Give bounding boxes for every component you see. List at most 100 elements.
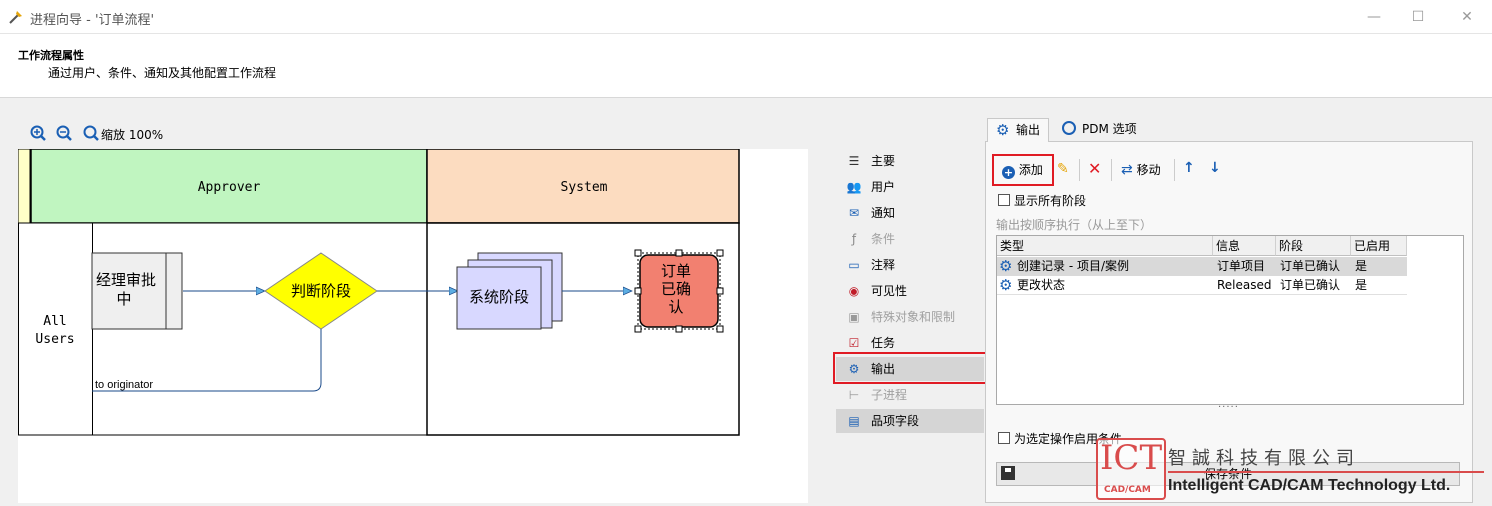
cell-enabled: 是 [1355,259,1368,273]
company-logo: ICT CAD/CAM [1096,438,1166,500]
nav-item-label: 可见性 [871,284,908,298]
lane-corner [17,148,31,224]
node-manager-review[interactable] [91,252,183,330]
lane-system-label: System [561,180,608,195]
tab-pdm-label: PDM 选项 [1082,122,1137,136]
workflow-canvas[interactable]: Approver System All Users 经理审批 中 判断阶段 to… [17,148,808,503]
cell-stage: 订单已确认 [1280,278,1341,292]
toolbar-divider-3 [1174,159,1175,181]
move-label: 移动 [1136,163,1161,177]
comment-icon: ▭ [848,258,860,272]
users-icon: 👥 [846,180,862,194]
nav-item-6[interactable]: ▣ 特殊对象和限制 [836,305,984,329]
save-icon [1001,466,1015,480]
task-icon: ☑ [848,336,860,350]
lane-approver-label: Approver [198,180,261,195]
node-system-stage[interactable] [456,266,542,330]
col-header-info[interactable]: 信息 [1213,236,1276,256]
nav-item-7[interactable]: ☑ 任务 [836,331,984,355]
enable-conditions-label: 为选定操作启用条件 [1014,432,1123,446]
restriction-icon: ▣ [848,310,860,324]
logo-text: ICT [1100,438,1163,478]
nav-item-3[interactable]: ƒ 条件 [836,227,984,251]
nav-item-10[interactable]: ▤ 品项字段 [836,409,984,433]
maximize-button[interactable]: ☐ [1411,9,1425,25]
cell-info: 订单项目 [1217,259,1266,273]
nav-item-0[interactable]: ☰主要 [836,149,984,173]
canvas-splitter[interactable] [808,149,822,503]
nav-item-1[interactable]: 👥用户 [836,175,984,199]
save-conditions-label: 保存条件 [1203,467,1252,481]
move-icon: ⇄ [1121,162,1133,178]
nav-selection-highlight [833,352,987,384]
cell-type: 创建记录 - 项目/案例 [1017,259,1130,273]
show-all-stages-label: 显示所有阶段 [1014,194,1087,208]
move-button[interactable]: ⇄ 移动 [1121,160,1161,180]
zoom-out-icon[interactable] [55,124,73,142]
title-bar: 进程向导 - '订单流程' — ☐ ✕ [0,0,1492,34]
save-conditions-button[interactable]: 保存条件 [996,462,1460,486]
edit-icon[interactable]: ✎ [1057,161,1069,177]
enable-conditions-checkbox[interactable] [998,432,1010,444]
fields-icon: ▤ [848,414,860,428]
grid-resize-grip[interactable]: ····· [1218,402,1239,413]
order-note: 输出按顺序执行（从上至下） [996,218,1153,232]
output-grid[interactable]: 类型 信息 阶段 已启用 ⚙ 创建记录 - 项目/案例 订单项目 订单已确认 是… [996,235,1464,405]
nav-item-label: 通知 [871,206,896,220]
header-title: 工作流程属性 [18,49,84,62]
nav-item-4[interactable]: ▭注释 [836,253,984,277]
workflow-diagram: Approver System All Users 经理审批 中 判断阶段 to… [17,148,740,436]
nav-item-9[interactable]: ⊢子进程 [836,383,984,407]
minimize-button[interactable]: — [1367,9,1381,25]
gear-icon: ⚙ [848,362,860,376]
subprocess-icon: ⊢ [848,388,860,402]
function-icon: ƒ [851,232,857,246]
show-all-stages-checkbox[interactable] [998,194,1010,206]
nav-item-5[interactable]: ◉可见性 [836,279,984,303]
zoom-label: 缩放 100% [101,128,164,142]
node-decision-label: 判断阶段 [291,282,351,300]
pdm-icon [1062,121,1076,135]
move-down-icon[interactable]: ↓ [1209,160,1221,176]
tab-output-label: 输出 [1016,123,1041,137]
tab-pdm-options[interactable]: PDM 选项 [1054,118,1145,142]
watermark-rule [1168,471,1484,473]
col-header-enabled[interactable]: 已启用 [1351,236,1407,256]
add-button-highlight [992,154,1054,186]
lane-approver[interactable] [30,148,428,224]
edge-return-originator [92,329,322,392]
add-button[interactable]: + 添加 [1002,160,1043,180]
col-header-stage[interactable]: 阶段 [1276,236,1351,256]
nav-item-label: 主要 [871,154,896,168]
move-up-icon[interactable]: ↑ [1183,160,1195,176]
company-watermark: ICT CAD/CAM 智誠科技有限公司 Intelligent CAD/CAM… [1096,438,1492,503]
delete-icon[interactable]: ✕ [1088,159,1102,178]
node-manager-review-line1: 经理审批 [96,271,156,289]
node-manager-review-line2: 中 [116,290,131,308]
zoom-in-icon[interactable] [29,124,47,142]
nav-item-label: 品项字段 [871,414,920,428]
logo-subtext: CAD/CAM [1104,485,1151,495]
cell-enabled: 是 [1355,278,1368,292]
table-row[interactable]: ⚙ 创建记录 - 项目/案例 订单项目 订单已确认 是 [997,257,1407,276]
close-button[interactable]: ✕ [1461,9,1473,25]
zoom-fit-icon[interactable] [82,124,100,142]
table-row[interactable]: ⚙ 更改状态 Released 订单已确认 是 [997,276,1407,295]
nav-item-2[interactable]: ✉通知 [836,201,984,225]
nav-item-label: 特殊对象和限制 [871,310,956,324]
company-name-cn: 智誠科技有限公司 [1168,448,1360,469]
nav-item-label: 条件 [871,232,896,246]
nav-item-label: 任务 [871,336,896,350]
tab-output[interactable]: ⚙ 输出 [987,118,1050,142]
col-header-type[interactable]: 类型 [997,236,1213,256]
return-link-label: to originator [95,379,153,391]
toolbar-divider [1079,159,1080,181]
company-name-en: Intelligent CAD/CAM Technology Ltd. [1168,477,1451,494]
nav-item-8[interactable]: ⚙ 输出 [836,357,984,381]
header-subtitle: 通过用户、条件、通知及其他配置工作流程 [48,66,277,80]
gear-icon: ⚙ [999,257,1013,275]
selection-handles[interactable] [634,249,724,333]
swimlane-header [18,222,93,436]
add-label: 添加 [1018,163,1043,177]
nav-item-label: 输出 [871,362,896,376]
